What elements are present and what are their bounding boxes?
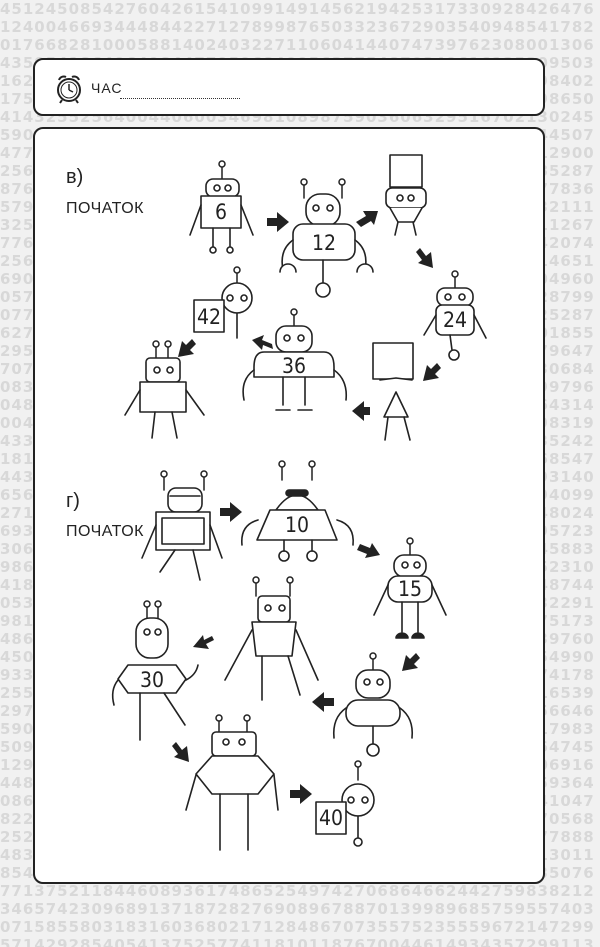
robot-number: 40 (319, 806, 343, 830)
robot-wheel (332, 652, 414, 757)
robot-number: 6 (215, 200, 227, 224)
robot-trapezoid (224, 576, 319, 701)
robot-triangle (372, 342, 414, 441)
robot-hexagon (185, 714, 279, 851)
robot-15: 15 (373, 537, 447, 639)
time-field-panel: ЧАС (33, 58, 545, 116)
robot-40: 40 (315, 760, 375, 847)
robot-12: 12 (279, 178, 374, 298)
robot-6: 6 (189, 160, 254, 254)
robot-hat (141, 470, 223, 581)
robot-number: 10 (285, 513, 309, 537)
robot-number: 42 (197, 305, 221, 329)
robot-number: 12 (312, 231, 336, 255)
robot-number: 30 (140, 668, 164, 692)
robot-number: 15 (398, 577, 422, 601)
robot-number: 24 (443, 308, 467, 332)
section-v-letter: в) (66, 166, 84, 188)
robot-42: 42 (193, 266, 253, 339)
robot-number: 36 (282, 354, 306, 378)
robot-36: 36 (242, 308, 348, 411)
time-label: ЧАС (91, 80, 123, 96)
section-g-letter: г) (66, 490, 80, 512)
section-v-start-label: ПОЧАТОК (66, 200, 144, 217)
time-input-line[interactable] (120, 98, 240, 99)
robot-24: 24 (423, 270, 487, 361)
robot-box-head (385, 154, 427, 236)
robot-30: 30 (111, 600, 199, 741)
robot-10: 10 (241, 460, 354, 562)
robot-plain (124, 340, 205, 439)
alarm-clock-icon (57, 75, 81, 104)
arrow-icon (172, 211, 441, 804)
section-g-start-label: ПОЧАТОК (66, 523, 144, 540)
